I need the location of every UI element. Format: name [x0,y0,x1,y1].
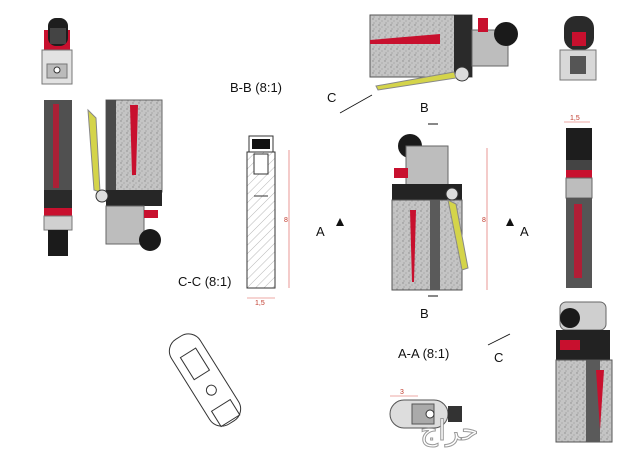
marker-a-right: A [520,224,529,239]
watermark: حراج [420,414,479,448]
top-left-part [41,18,73,85]
bb-section-view: 8 [391,134,488,291]
marker-b-bottom: B [420,306,429,321]
cc-section-view: 8 1,5 [246,135,290,307]
bottom-lying-part: 3 [389,389,462,429]
dimension-width-cc: 1,5 [255,300,265,307]
section-title-cc: C-C (8:1) [178,274,231,289]
marker-a-left: A [316,224,325,239]
speckle-section [87,99,163,251]
dimension-width-small: 3 [400,389,404,396]
left-side-view [43,100,73,256]
marker-c-bottom: C [494,350,503,365]
marker-b-top: B [420,100,429,115]
dimension-width-right: 1,5 [570,115,580,122]
dimension-height-bb: 8 [482,217,486,224]
top-horizontal-view [369,14,518,91]
section-title-aa: A-A (8:1) [398,346,449,361]
bottom-right-3d-view [555,301,613,443]
marker-c-top: C [327,90,336,105]
dimension-height-cc: 8 [284,217,288,224]
section-title-bb: B-B (8:1) [230,80,282,95]
tilted-outline-view [168,333,242,428]
section-markers: C B B A A C [316,90,529,365]
top-right-part [559,16,597,81]
right-vertical-view: 1,5 [564,115,593,288]
